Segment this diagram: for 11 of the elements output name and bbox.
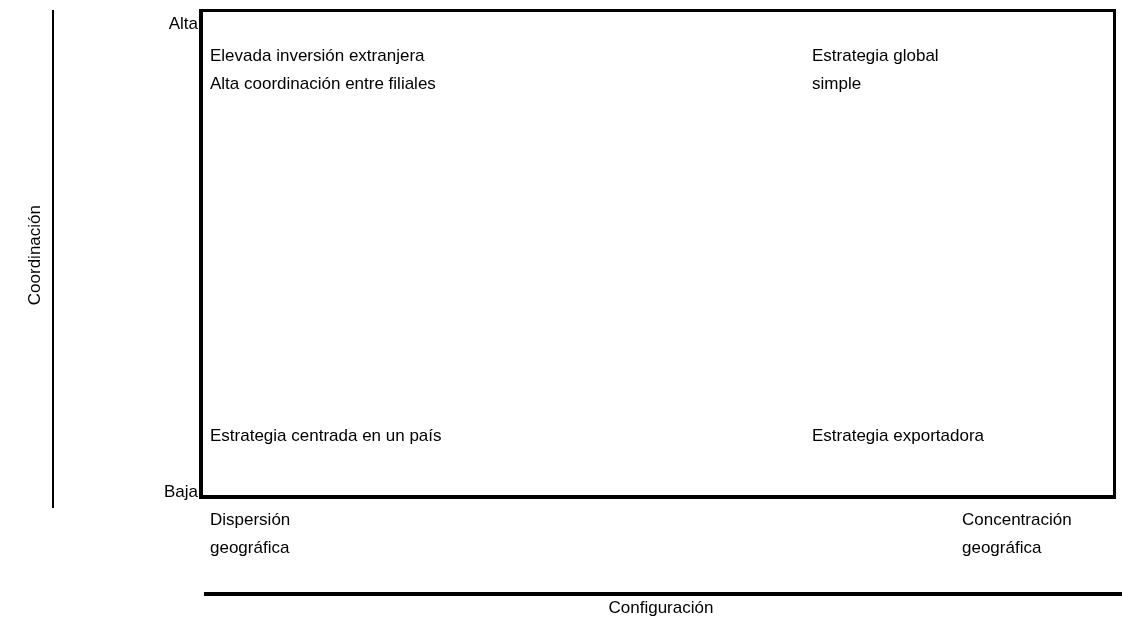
quadrant-text: Estrategia centrada en un país: [210, 425, 442, 447]
axis-end-label: Concentración geográfica: [962, 509, 1073, 559]
axis-tick-label: Baja: [163, 481, 198, 503]
axis-title: Configuración: [608, 597, 714, 619]
axis-title: Coordinación: [24, 205, 45, 306]
quadrant-text: Elevada inversión extranjera: [210, 45, 425, 67]
axis-end-label: Dispersión geográfica: [210, 509, 292, 559]
quadrant-text: Estrategia global simple: [812, 45, 940, 95]
axis-tick-label: Alta: [168, 13, 198, 35]
quadrant-text: Alta coordinación entre filiales: [210, 73, 436, 95]
quadrant-text: Estrategia exportadora: [812, 425, 984, 447]
